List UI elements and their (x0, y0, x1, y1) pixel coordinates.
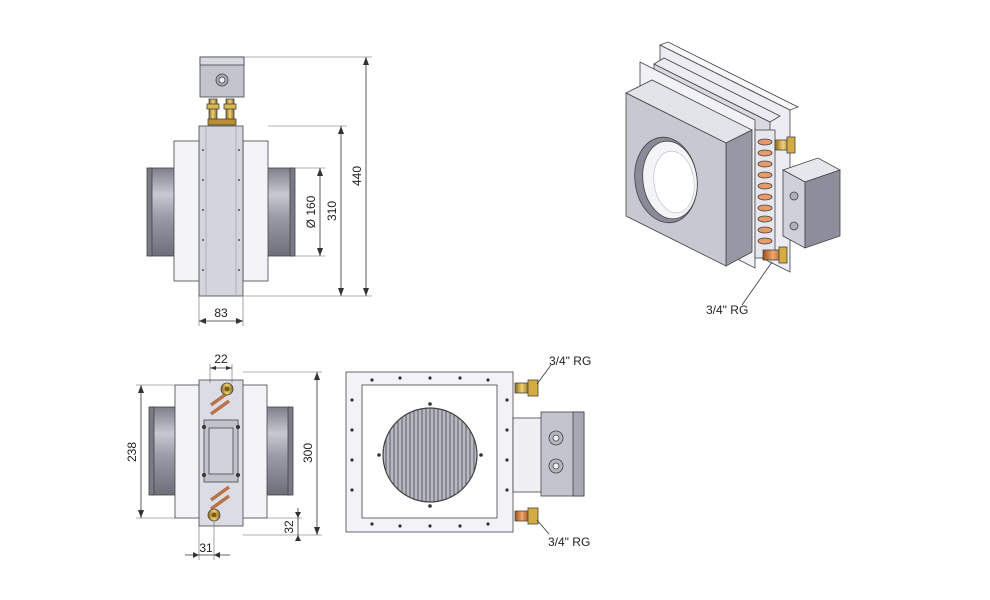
dim-top-overall: 300 (243, 371, 322, 536)
dim-31-label: 31 (199, 541, 213, 555)
front-view: 440 310 Ø 160 83 (146, 56, 372, 326)
top-collar-left (151, 406, 177, 496)
iso-box-side (725, 129, 753, 267)
callout-side-top: 3/4" RG (549, 354, 591, 368)
dim-front-body-height: 310 (268, 125, 347, 296)
front-flange-left (173, 140, 201, 282)
dim-160-label: Ø 160 (304, 195, 318, 228)
iso-control-box-front (782, 169, 806, 249)
side-rivets (350, 376, 509, 528)
iso-coil-fins (754, 129, 776, 259)
top-flange-right (241, 384, 268, 519)
dim-83-label: 83 (214, 306, 228, 320)
dim-front-depth: 83 (198, 296, 244, 326)
callout-iso-connection: 3/4" RG (706, 303, 748, 317)
front-brass-fittings (206, 98, 237, 126)
front-collar-left (149, 167, 176, 257)
side-connection-housing (512, 417, 544, 493)
dim-300-label: 300 (301, 443, 315, 463)
front-body (198, 125, 244, 297)
top-coil-tubes (209, 390, 231, 511)
dim-top-bottom-offset: 32 (243, 508, 302, 541)
dim-440-label: 440 (350, 166, 364, 186)
front-flange-right (242, 140, 269, 282)
top-view: 22 238 300 32 (125, 352, 322, 560)
isometric-view: 3/4" RG (625, 41, 841, 317)
dim-top-height: 238 (125, 384, 175, 519)
front-collar-right (266, 167, 293, 257)
side-fitting-lower (514, 507, 539, 525)
top-flange-left (174, 384, 201, 519)
side-view: 3/4" RG 3/4" RG (345, 354, 591, 549)
top-collar-right (265, 406, 291, 496)
dim-238-label: 238 (125, 442, 139, 462)
dim-top-width: 31 (185, 521, 230, 560)
dim-32-label: 32 (282, 520, 296, 534)
dim-front-collar: Ø 160 (295, 167, 325, 257)
iso-control-box-side (804, 169, 841, 249)
dim-310-label: 310 (325, 201, 339, 221)
callout-side-bottom: 3/4" RG (548, 535, 590, 549)
dim-22-label: 22 (214, 352, 228, 366)
dim-front-height: 440 (244, 56, 372, 297)
side-fitting-upper (514, 379, 539, 397)
dim-top-pipe-spacing: 22 (209, 352, 233, 383)
